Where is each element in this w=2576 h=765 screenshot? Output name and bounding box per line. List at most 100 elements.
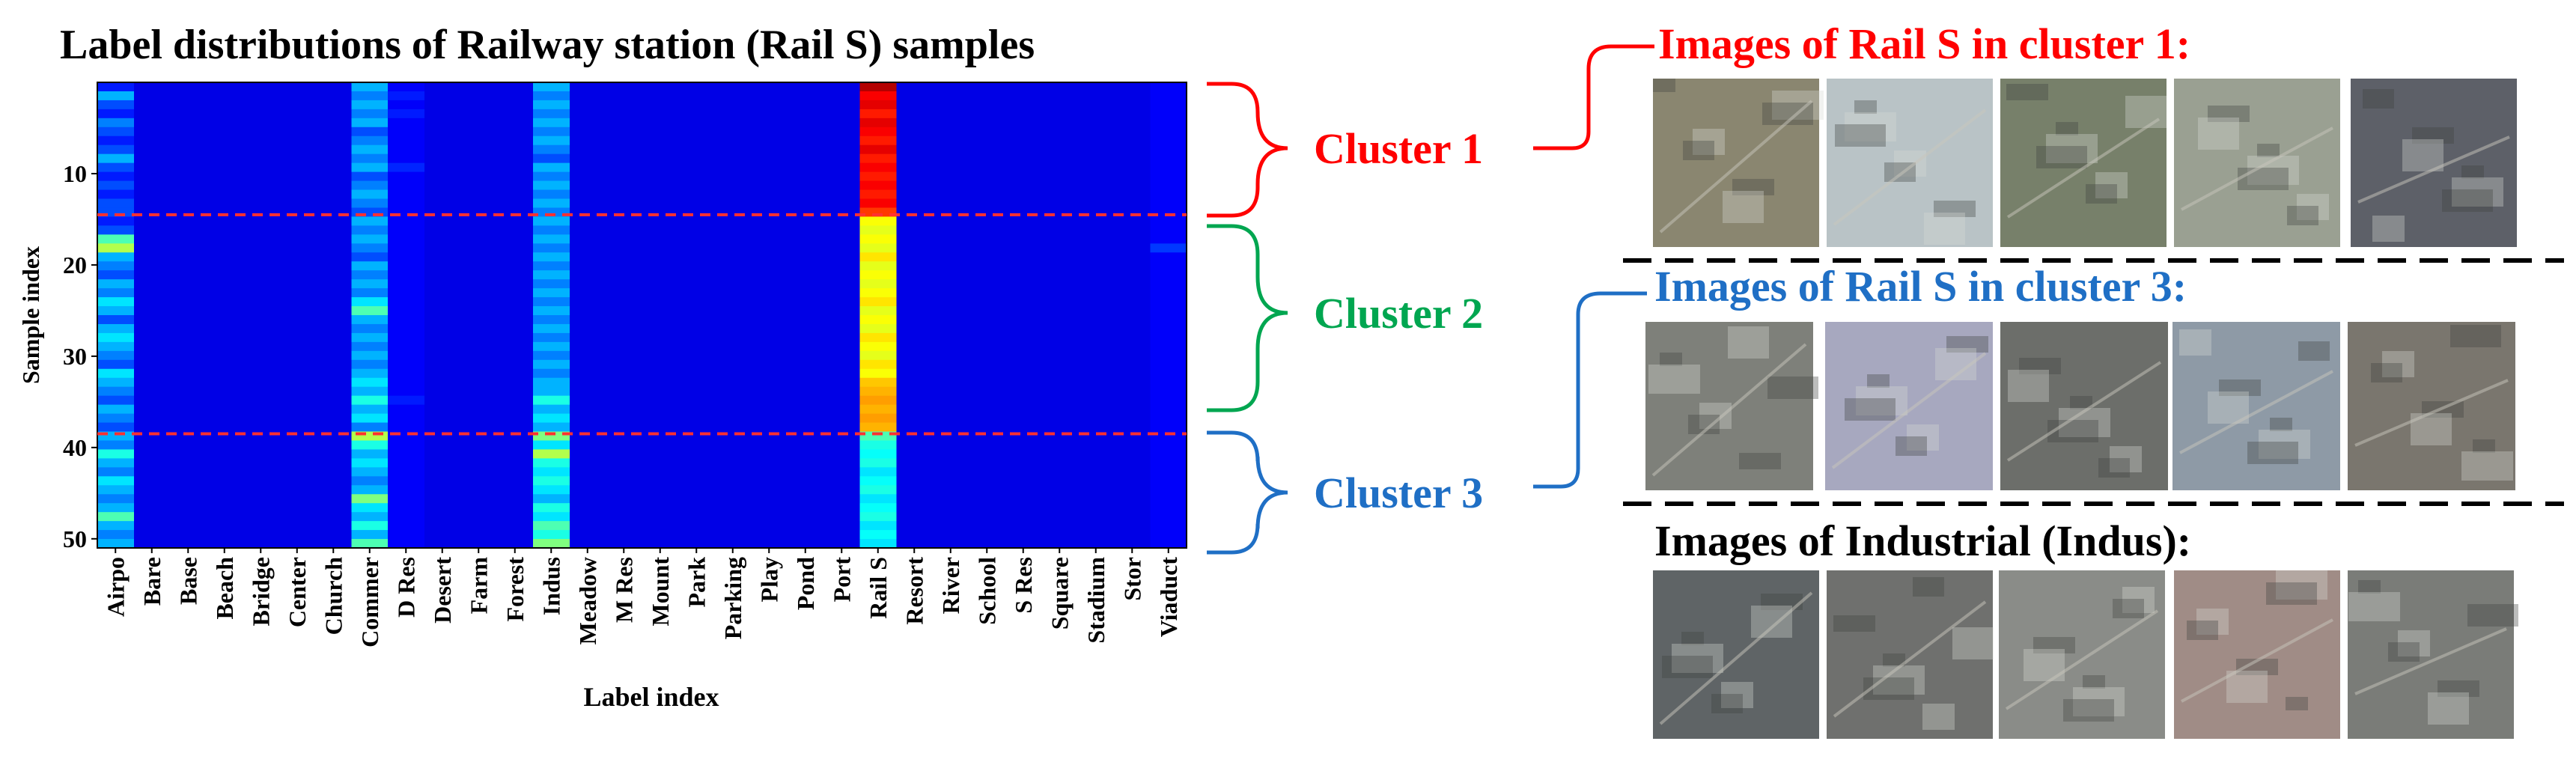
heatmap-cell <box>388 323 424 334</box>
x-tick-label: Port <box>828 557 855 603</box>
heatmap-cell <box>859 288 897 298</box>
heatmap-cell <box>1150 198 1187 208</box>
heatmap-cell <box>351 144 389 155</box>
heatmap-cell <box>388 422 424 432</box>
heatmap-cell <box>533 225 570 235</box>
heatmap-cell <box>533 207 570 217</box>
heatmap-cell <box>351 288 389 298</box>
heatmap-cell <box>388 315 424 325</box>
x-tick-label: Parking <box>719 557 746 639</box>
heatmap-cell <box>97 288 134 298</box>
heatmap-cell <box>351 422 389 432</box>
heatmap-cell <box>351 386 389 397</box>
heatmap-cell <box>351 127 389 137</box>
heatmap-cell <box>388 118 424 128</box>
heatmap-cell <box>1150 135 1187 146</box>
x-tick-label: Play <box>755 557 782 602</box>
heatmap-cell <box>97 198 134 208</box>
heatmap-cell <box>1150 485 1187 495</box>
heatmap-cell <box>533 368 570 379</box>
heatmap-cell <box>859 413 897 424</box>
heatmap-cell <box>859 458 897 468</box>
heatmap-cell <box>533 350 570 361</box>
heatmap-cell <box>388 359 424 370</box>
heatmap-cell <box>351 171 389 182</box>
heatmap-cell <box>533 82 570 92</box>
thumbnail-image <box>2172 322 2340 490</box>
heatmap-cell <box>97 440 134 450</box>
heatmap-cell <box>533 234 570 244</box>
heatmap-cell <box>388 332 424 343</box>
x-tick-label: Viaduct <box>1155 557 1182 638</box>
heatmap-cell <box>351 359 389 370</box>
heatmap-cell <box>351 449 389 459</box>
heatmap-cell <box>351 404 389 415</box>
heatmap-cell <box>1150 512 1187 522</box>
heatmap-cell <box>1150 341 1187 352</box>
heatmap-cell <box>1150 521 1187 531</box>
heatmap-cell <box>533 359 570 370</box>
heatmap-cell <box>388 261 424 271</box>
thumbnail-image <box>2174 79 2340 247</box>
heatmap-cell <box>97 485 134 495</box>
heatmap-cell <box>533 467 570 477</box>
heatmap-cell <box>533 413 570 424</box>
heatmap-cell <box>97 359 134 370</box>
heatmap-cell <box>97 413 134 424</box>
heatmap-cell <box>97 530 134 540</box>
heatmap-cell <box>859 332 897 343</box>
heatmap-cell <box>1150 91 1187 101</box>
heatmap-cell <box>533 315 570 325</box>
heatmap-cell <box>1150 476 1187 486</box>
heatmap-cell <box>859 270 897 280</box>
heatmap-cell <box>388 216 424 226</box>
heatmap-cell <box>351 261 389 271</box>
heatmap-cell <box>351 315 389 325</box>
cluster-1-connector <box>1533 44 1654 150</box>
heatmap-background <box>97 82 1187 548</box>
heatmap-cell <box>388 440 424 450</box>
panel-3-title: Images of Industrial (Indus): <box>1654 516 2191 565</box>
heatmap-cell <box>351 234 389 244</box>
heatmap-cell <box>388 109 424 119</box>
heatmap-cell <box>351 135 389 146</box>
heatmap-cell <box>1150 539 1187 549</box>
heatmap-cell <box>388 297 424 307</box>
heatmap-cell <box>1150 306 1187 316</box>
heatmap-cell <box>351 341 389 352</box>
heatmap-cell <box>388 530 424 540</box>
heatmap-frame <box>97 82 1187 549</box>
heatmap-cell <box>533 332 570 343</box>
heatmap-cell <box>533 485 570 495</box>
panel-1-title: Images of Rail S in cluster 1: <box>1658 19 2190 68</box>
heatmap-cell <box>1150 449 1187 459</box>
heatmap-cell <box>97 225 134 235</box>
heatmap-cell <box>351 440 389 450</box>
thumbnail-image <box>1645 322 1818 490</box>
y-tick-label: 10 <box>63 160 87 187</box>
heatmap-cell <box>388 198 424 208</box>
heatmap-cell <box>1150 225 1187 235</box>
heatmap-cell <box>388 476 424 486</box>
heatmap-cell <box>859 404 897 415</box>
heatmap-cell <box>388 100 424 110</box>
thumbnail-image <box>2351 79 2517 247</box>
heatmap-cell <box>388 386 424 397</box>
heatmap-cell <box>1150 261 1187 271</box>
heatmap-cell <box>388 350 424 361</box>
heatmap-cell <box>859 144 897 155</box>
panel-2-title: Images of Rail S in cluster 3: <box>1654 262 2187 311</box>
heatmap-cell <box>859 431 897 441</box>
heatmap-cell <box>1150 171 1187 182</box>
heatmap-cell <box>859 386 897 397</box>
heatmap-cell <box>97 243 134 253</box>
heatmap-cell <box>859 449 897 459</box>
heatmap-cell <box>533 521 570 531</box>
x-tick-label: Square <box>1046 557 1073 630</box>
heatmap-cell <box>859 162 897 173</box>
heatmap-cell <box>1150 386 1187 397</box>
heatmap-cell <box>351 377 389 388</box>
heatmap-cell <box>388 458 424 468</box>
